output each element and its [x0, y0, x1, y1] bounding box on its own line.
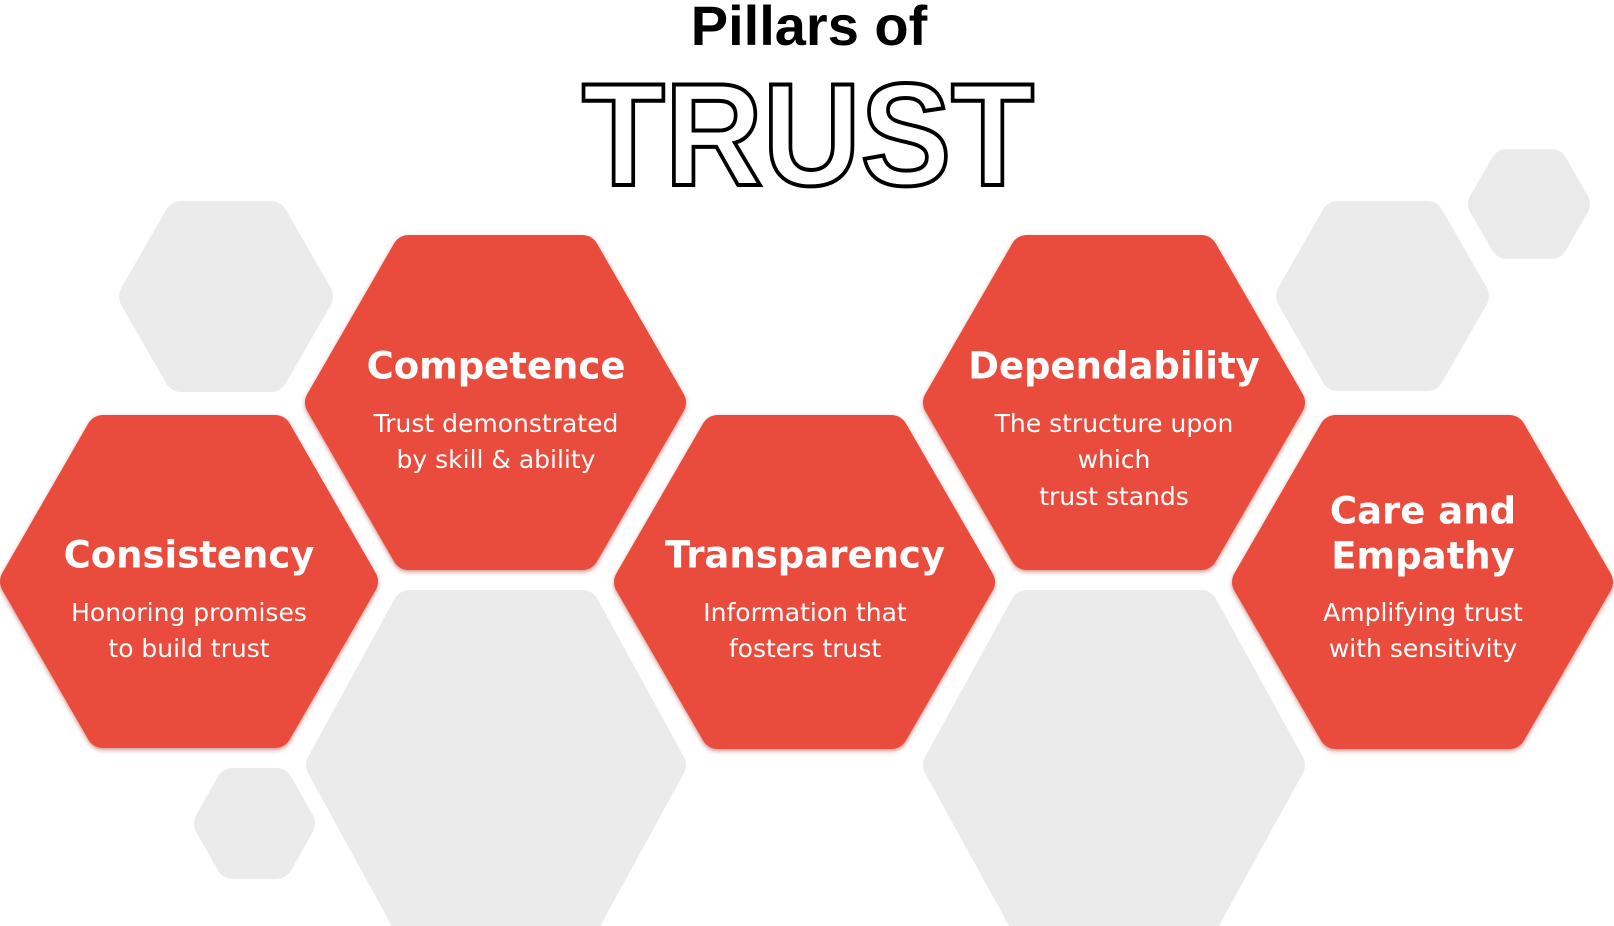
pillar-description: Honoring promises — [71, 598, 307, 627]
decor-hexagon — [1468, 149, 1590, 259]
pillar-description: to build trust — [108, 634, 269, 663]
pillar-dependability: Dependability The structure upon which t… — [968, 345, 1260, 512]
pillar-title: Care and — [1330, 490, 1516, 533]
hexagon-dependability — [923, 235, 1305, 570]
pillar-competence: Competence Trust demonstrated by skill &… — [367, 345, 626, 475]
decor-hexagon — [1276, 201, 1489, 391]
pillar-title: Empathy — [1331, 535, 1514, 578]
hexagon-competence — [305, 235, 686, 570]
decor-hexagon — [923, 590, 1305, 926]
pillar-transparency: Transparency Information that fosters tr… — [665, 534, 945, 664]
pillar-title: Competence — [367, 345, 626, 388]
hexagon-transparency — [614, 415, 995, 749]
pillar-description: Trust demonstrated — [373, 409, 619, 438]
pillar-description: Information that — [703, 598, 907, 627]
pillar-description: Amplifying trust — [1323, 598, 1523, 627]
pillar-title: Transparency — [665, 534, 945, 577]
pillar-description: which — [1078, 445, 1151, 474]
title-pillars-of: Pillars of — [691, 0, 928, 57]
pillar-description: trust stands — [1039, 482, 1189, 511]
pillar-description: fosters trust — [729, 634, 882, 663]
pillar-consistency: Consistency Honoring promises to build t… — [64, 534, 315, 664]
decor-hexagon — [119, 201, 333, 392]
pillar-care-and-empathy: Care and Empathy Amplifying trust with s… — [1323, 490, 1523, 664]
decor-hexagon — [306, 590, 686, 926]
title-trust: TRUST — [582, 53, 1034, 216]
hexagon-consistency — [0, 415, 378, 748]
hexagon-care-and-empathy — [1232, 415, 1613, 749]
pillar-description: with sensitivity — [1329, 634, 1517, 663]
pillar-title: Consistency — [64, 534, 315, 577]
decor-hexagon — [194, 768, 315, 879]
pillar-title: Dependability — [968, 345, 1260, 388]
pillar-description: by skill & ability — [397, 445, 596, 474]
pillar-description: The structure upon — [994, 409, 1234, 438]
